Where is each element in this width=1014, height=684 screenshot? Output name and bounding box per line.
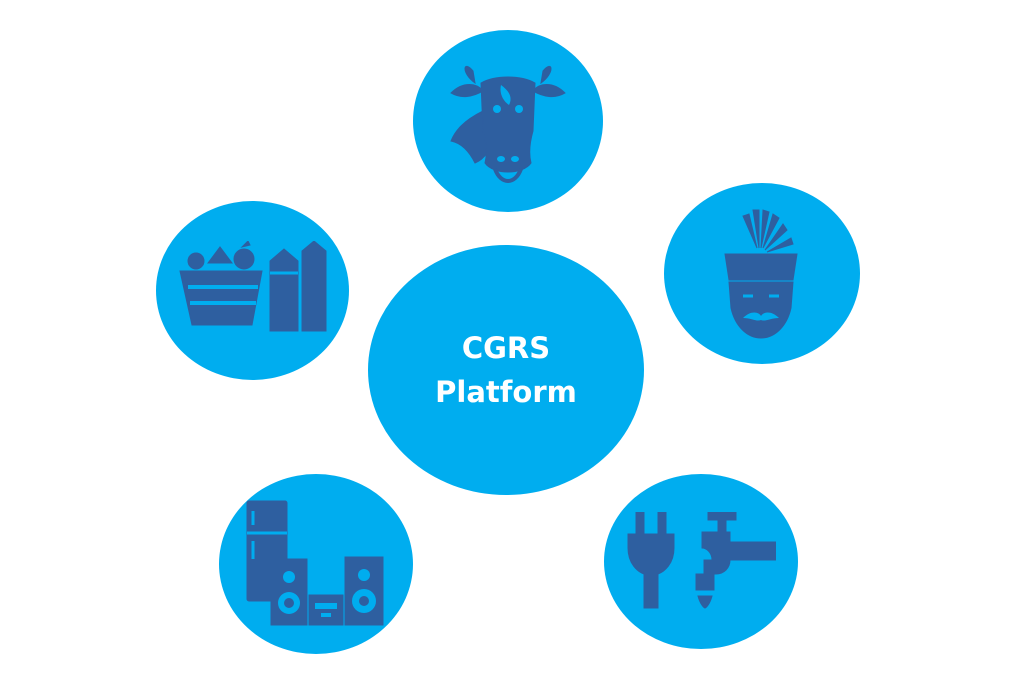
plug-tap-icon (627, 511, 776, 609)
grocery-basket-milk-icon (178, 240, 326, 331)
turbaned-man-icon (724, 208, 798, 339)
node-utilities (604, 474, 798, 649)
node-people (664, 183, 860, 364)
node-groceries (156, 201, 349, 380)
fridge-stereo-icon (246, 500, 384, 626)
center-node-cgrs-platform: CGRS Platform (368, 245, 644, 495)
cow-head-icon (450, 65, 566, 183)
node-appliances (219, 474, 413, 654)
center-title-line2: Platform (435, 375, 577, 409)
node-livestock (413, 30, 603, 212)
center-title-line1: CGRS (461, 331, 551, 365)
